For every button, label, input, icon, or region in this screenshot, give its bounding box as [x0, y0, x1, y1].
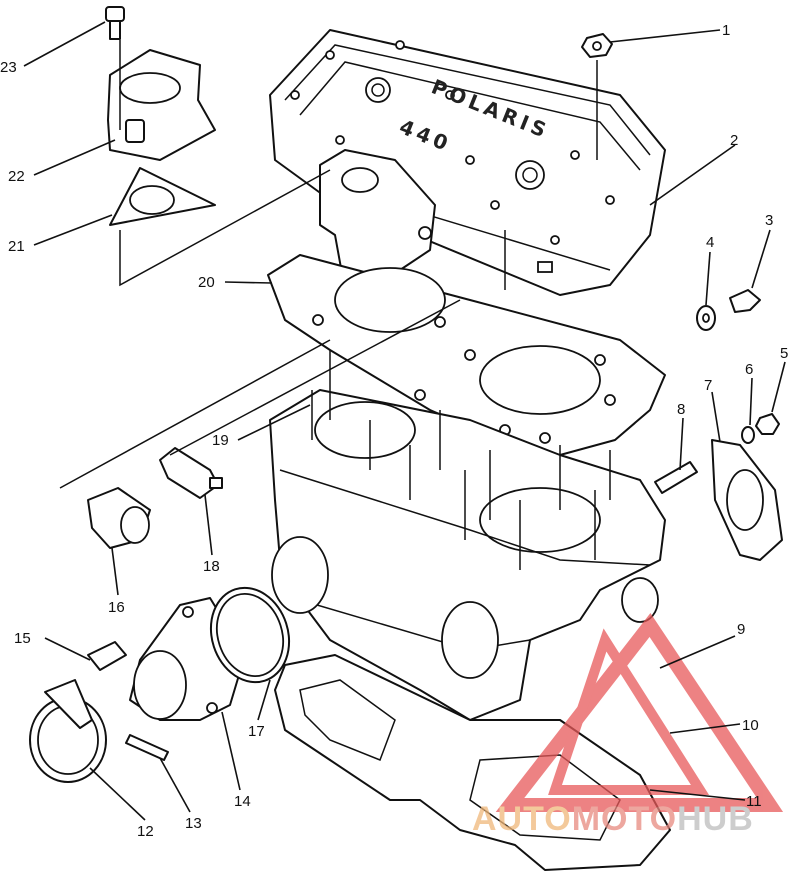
callout-19: 19: [212, 432, 229, 449]
base-gasket: [274, 654, 671, 871]
callout-23: 23: [0, 59, 17, 76]
head-gasket: [267, 254, 666, 456]
watermark-text: AUTOMOTOHUB: [472, 800, 754, 838]
washer-part-6: [741, 426, 755, 444]
bolt-part-3: [729, 289, 761, 313]
cylinder-block: [269, 350, 666, 721]
screw-part-13: [125, 734, 169, 761]
washer-part-4: [696, 305, 716, 331]
callout-1: 1: [722, 22, 730, 39]
callout-12: 12: [137, 823, 154, 840]
water-outlet: [319, 149, 436, 296]
temperature-sensor: [159, 447, 223, 499]
callout-20: 20: [198, 274, 215, 291]
callout-5: 5: [780, 345, 788, 362]
callout-11: 11: [746, 793, 762, 810]
cylinder-studs: [311, 350, 611, 570]
exhaust-gasket: [711, 439, 783, 561]
clamp-part-12: [29, 679, 107, 783]
watermark-auto: AUTO: [472, 800, 572, 838]
callout-4: 4: [706, 234, 714, 251]
watermark: AUTOMOTOHUB: [472, 613, 784, 838]
callout-3: 3: [765, 212, 773, 229]
watermark-hub: HUB: [677, 800, 754, 838]
callout-10: 10: [742, 717, 759, 734]
callout-13: 13: [185, 815, 202, 832]
stud-part-8: [654, 461, 698, 494]
o-ring-part-17: [209, 586, 291, 684]
watermark-moto: MOTO: [572, 800, 677, 838]
cylinder-head-cover: POLARIS 440: [269, 29, 666, 296]
callout-17: 17: [248, 723, 265, 740]
callout-numbers: 1 2 3 4 5 6 7 8 9 10 11 12 13 14 15 16 1…: [0, 22, 788, 840]
nut-part-5: [755, 413, 780, 435]
callout-6: 6: [745, 361, 753, 378]
callout-14: 14: [234, 793, 251, 810]
callout-2: 2: [730, 132, 738, 149]
callout-18: 18: [203, 558, 220, 575]
callout-22: 22: [8, 168, 25, 185]
callout-8: 8: [677, 401, 685, 418]
callout-16: 16: [108, 599, 125, 616]
watermark-triangle-inner: [548, 628, 710, 795]
callout-7: 7: [704, 377, 712, 394]
callout-15: 15: [14, 630, 31, 647]
screw-part-23: [105, 6, 125, 40]
screw-part-15: [87, 641, 127, 671]
thermostat-gasket: [109, 167, 216, 226]
sensor-sleeve: [87, 487, 151, 549]
callout-21: 21: [8, 238, 25, 255]
leader-lines: [23, 21, 786, 821]
callout-9: 9: [737, 621, 745, 638]
nut-part-1: [581, 33, 613, 160]
thermostat-housing: [107, 49, 216, 161]
